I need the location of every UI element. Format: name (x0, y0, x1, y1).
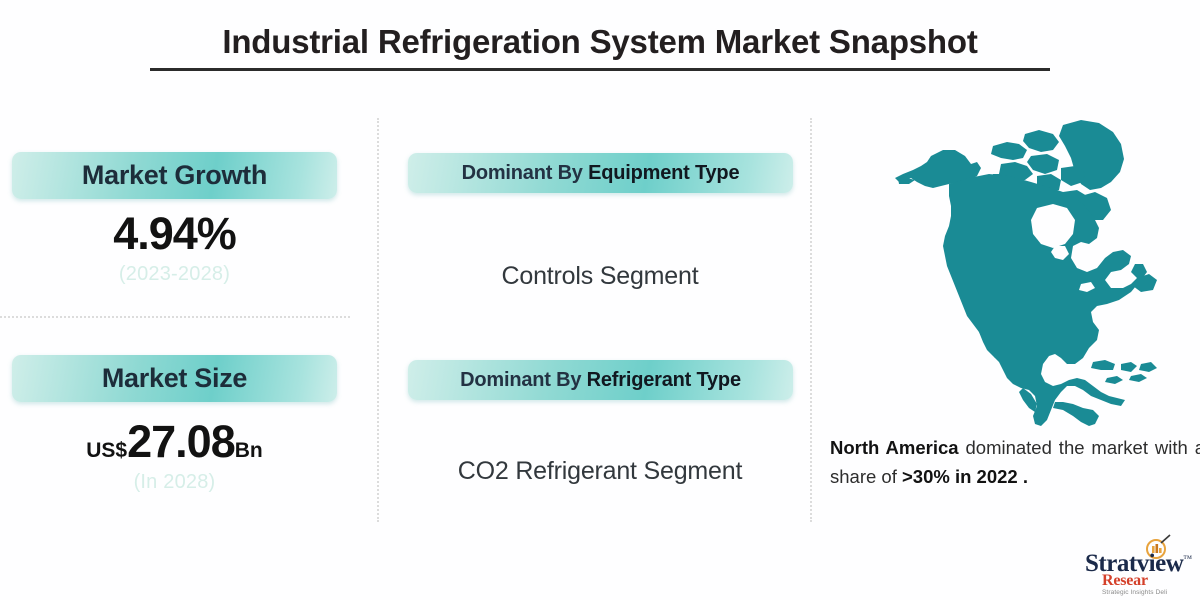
market-growth-pill-label: Market Growth (81, 160, 268, 190)
dominant-refrigerant-lead: Dominant By (460, 368, 587, 391)
market-size-unit: Bn (234, 439, 263, 462)
market-size-stat: US$27.08Bn (In 2028) (12, 418, 337, 494)
logo-subname: Resear (1102, 572, 1148, 589)
region-note-stat: >30% in 2022 (902, 465, 1018, 487)
magnifier-bars-icon (1146, 534, 1171, 559)
market-size-value-line: US$27.08Bn (12, 418, 337, 465)
stratview-research-logo: Stratview™ Resear Strategic Insights Del… (1085, 534, 1200, 596)
equipment-segment-value: Controls Segment (501, 262, 699, 290)
divider-left-column-horizontal (0, 316, 350, 318)
market-size-pill: Market Size (12, 355, 337, 402)
market-growth-pill: Market Growth (12, 152, 337, 199)
market-growth-period: (2023-2028) (118, 263, 231, 286)
market-size-period: (In 2028) (133, 471, 216, 494)
dominant-equipment-emphasis: Equipment Type (588, 161, 740, 184)
region-note: North America dominated the market with … (830, 434, 1200, 491)
dominant-refrigerant-emphasis: Refrigerant Type (586, 368, 741, 391)
market-size-currency: US$ (86, 439, 128, 462)
logo-name-text: Stratview (1085, 550, 1184, 577)
region-note-region: North America (830, 437, 959, 458)
logo-trademark: ™ (1183, 553, 1192, 564)
dominant-equipment-type-pill: Dominant By Equipment Type (408, 153, 793, 193)
market-size-value: 27.08 (127, 416, 236, 467)
divider-left-middle (377, 118, 379, 522)
header-underline (150, 68, 1050, 71)
dominant-refrigerant-type-pill: Dominant By Refrigerant Type (408, 360, 793, 400)
logo-tagline: Strategic Insights Deli (1102, 589, 1168, 596)
divider-middle-right (810, 118, 812, 522)
market-size-pill-label: Market Size (101, 363, 248, 393)
north-america-map (885, 112, 1200, 432)
region-note-mid: dominated the market with a share of (830, 437, 1200, 487)
dominant-equipment-type-label: Dominant By Equipment Type (462, 162, 740, 185)
region-note-end: . (1017, 465, 1028, 487)
market-growth-stat: 4.94% (2023-2028) (12, 210, 337, 286)
market-growth-value: 4.94% (113, 208, 237, 259)
dominant-equipment-lead: Dominant By (461, 161, 589, 184)
dominant-refrigerant-type-label: Dominant By Refrigerant Type (460, 369, 741, 392)
refrigerant-segment-value: CO2 Refrigerant Segment (457, 457, 743, 485)
north-america-map-icon (895, 120, 1157, 426)
header: Industrial Refrigeration System Market S… (0, 22, 1200, 62)
logo-wordmark: Stratview™ (1085, 550, 1192, 578)
page-title: Industrial Refrigeration System Market S… (222, 23, 978, 60)
